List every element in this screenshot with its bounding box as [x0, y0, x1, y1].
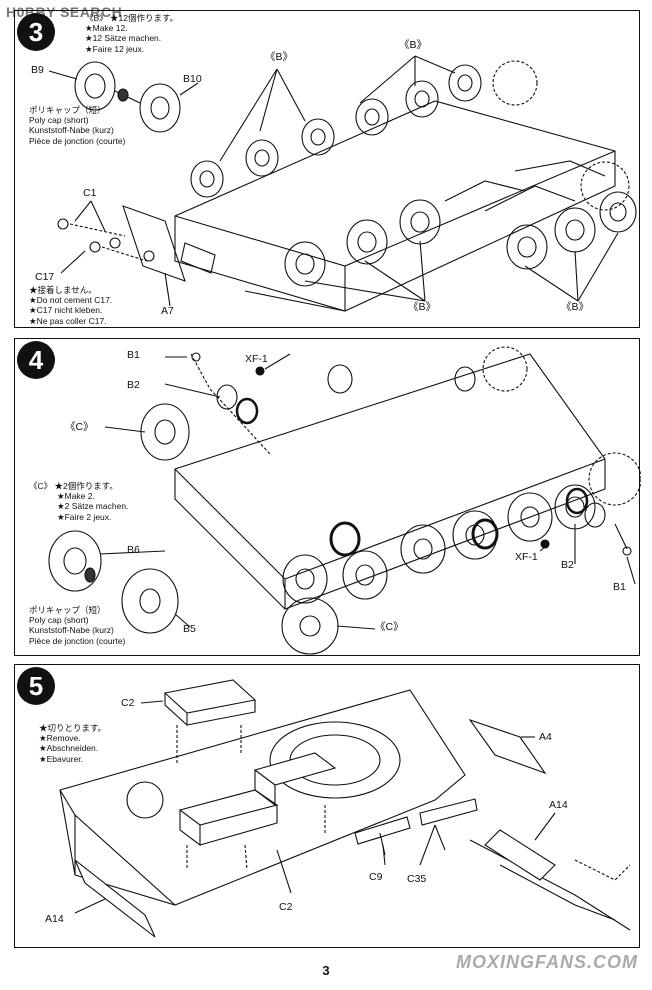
cement-note-fr: ★Ne pas coller C17.: [29, 315, 107, 326]
make-2-note: 《C》 ★2個作ります。 ★Make 2. ★2 Sätze machen. ★…: [29, 481, 128, 522]
label-b-bottom-right: 《B》: [561, 301, 590, 313]
step-5-panel: 5: [14, 664, 640, 948]
make-12-note: 《B》 ★12個作ります。 ★Make 12. ★12 Sätze machen…: [85, 13, 178, 54]
label-b1-bottom: B1: [613, 581, 626, 593]
remove-note-de: ★Abschneiden.: [39, 743, 99, 754]
poly-cap-note: ポリキャップ（短） Poly cap (short) Kunststoff-Na…: [29, 105, 125, 146]
label-c2-top: C2: [121, 697, 135, 709]
wheel-b6: [48, 530, 102, 592]
poly-cap-de: Kunststoff-Nabe (kurz): [29, 125, 114, 136]
remove-note-jp: ★切りとります。: [39, 723, 107, 733]
make-note-en: ★Make 2.: [57, 491, 95, 502]
cement-note-jp: ★接着しません。: [29, 285, 97, 295]
step-4-number: 4: [17, 341, 55, 379]
label-b2-top: B2: [127, 379, 140, 391]
step-5-illustration: [59, 679, 631, 938]
label-a14-right: A14: [549, 799, 568, 811]
label-c2-bottom: C2: [279, 901, 293, 913]
make-note-tag: 《B》: [85, 13, 108, 23]
label-b9: B9: [31, 64, 44, 76]
step-3-number: 3: [17, 13, 55, 51]
make-note-tag: 《C》: [29, 481, 53, 491]
road-wheels-top-row: [190, 64, 482, 198]
remove-note-fr: ★Ebavurer.: [39, 753, 84, 764]
step-4-illustration: [48, 346, 641, 655]
label-b-bottom-left: 《B》: [408, 301, 437, 313]
label-b6: B6: [127, 544, 140, 556]
make-note-jp: ★12個作ります。: [110, 13, 179, 23]
make-note-jp: ★2個作ります。: [54, 481, 118, 491]
label-c1: C1: [83, 187, 97, 199]
label-a4: A4: [539, 731, 552, 743]
step-4-panel: 4: [14, 338, 641, 656]
label-xf1-bottom: XF-1: [515, 551, 538, 563]
label-a7: A7: [161, 305, 174, 317]
poly-cap-en: Poly cap (short): [29, 615, 89, 626]
wheel-b10: [139, 83, 181, 133]
part-a7: [122, 205, 186, 282]
remove-note: ★切りとります。 ★Remove. ★Abschneiden. ★Ebavure…: [39, 723, 106, 764]
poly-cap-fr: Pièce de jonction (courte): [29, 635, 126, 646]
label-c9: C9: [369, 871, 383, 883]
poly-cap-jp: ポリキャップ（短）: [29, 105, 106, 115]
label-b-top-left: 《B》: [265, 51, 294, 63]
step-3-illustration: [48, 55, 637, 312]
make-note-fr: ★Faire 12 jeux.: [85, 43, 145, 54]
remove-note-en: ★Remove.: [39, 733, 81, 744]
poly-cap-note: ポリキャップ（短） Poly cap (short) Kunststoff-Na…: [29, 605, 125, 646]
label-b1-top: B1: [127, 349, 140, 361]
poly-cap-de: Kunststoff-Nabe (kurz): [29, 625, 114, 636]
label-b-top-right: 《B》: [399, 39, 428, 51]
label-b2-bottom: B2: [561, 559, 574, 571]
watermark-moxingfans: MOXINGFANS.COM: [455, 952, 638, 972]
label-xf1-top: XF-1: [245, 353, 268, 365]
label-c17: C17: [35, 271, 55, 283]
label-b5: B5: [183, 623, 196, 635]
poly-cap-en: Poly cap (short): [29, 115, 89, 126]
make-note-en: ★Make 12.: [85, 23, 128, 34]
make-note-de: ★12 Sätze machen.: [85, 33, 162, 44]
step-5-number: 5: [17, 667, 55, 705]
cement-note-en: ★Do not cement C17.: [29, 295, 113, 306]
road-wheels-bottom-row: [284, 191, 637, 287]
label-b10: B10: [183, 73, 202, 85]
step-3-panel: 3: [14, 10, 640, 328]
cement-note-de: ★C17 nicht kleben.: [29, 305, 103, 316]
cement-note: ★接着しません。 ★Do not cement C17. ★C17 nicht …: [29, 285, 112, 326]
label-c-bottom: 《C》: [375, 621, 404, 633]
make-note-fr: ★Faire 2 jeux.: [57, 511, 112, 522]
label-a14-left: A14: [45, 913, 64, 925]
label-c-left: 《C》: [65, 421, 94, 433]
page-number: 3: [322, 963, 330, 978]
label-c35: C35: [407, 873, 427, 885]
poly-cap-jp: ポリキャップ（短）: [29, 605, 106, 615]
make-note-de: ★2 Sätze machen.: [57, 501, 129, 512]
poly-cap-fr: Pièce de jonction (courte): [29, 135, 126, 146]
wheel-b5: [121, 568, 179, 634]
wheel-b9: [74, 61, 116, 111]
road-wheels-step4: [282, 484, 596, 604]
